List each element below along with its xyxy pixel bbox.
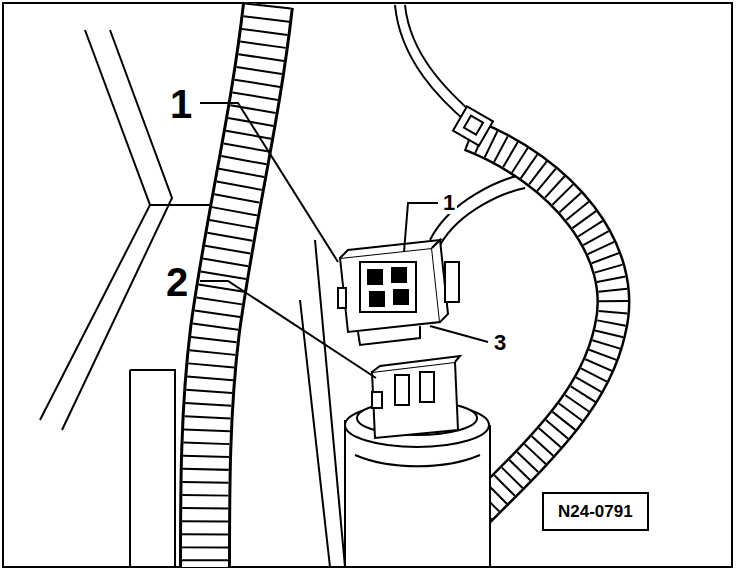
locking-tab: [338, 288, 346, 308]
locking-tab: [445, 262, 459, 302]
housing-lower: [358, 326, 420, 345]
hose-body: [470, 135, 613, 520]
fitting-ring: [355, 455, 480, 466]
plug-pin: [420, 372, 434, 402]
housing-body: [340, 248, 440, 332]
wire-line: [430, 175, 520, 240]
image-frame: [3, 3, 732, 567]
callout-number: 1: [441, 192, 457, 214]
clip-body: [453, 106, 493, 145]
leader-line: [430, 326, 488, 342]
callout-number: 3: [492, 332, 508, 354]
callout-number: 1: [168, 84, 194, 124]
housing-socket: [360, 262, 416, 312]
socket-pin: [368, 270, 382, 284]
panel-edge: [129, 370, 131, 567]
hose-clip: [453, 106, 493, 145]
wire-line: [395, 5, 470, 125]
housing-top: [340, 240, 440, 258]
pillar-edge: [315, 240, 345, 567]
clip-detail: [464, 116, 483, 135]
panel-edge: [130, 370, 175, 567]
reference-box: N24-0791: [542, 492, 649, 531]
leader-lines: [200, 103, 488, 378]
callout-number: 2: [164, 262, 190, 302]
plug-tab: [372, 392, 382, 408]
socket-pin: [392, 268, 406, 282]
hose-outline: [470, 135, 613, 520]
sensor-plug: [372, 356, 460, 438]
socket-pin: [394, 290, 408, 304]
pillar-edge: [300, 300, 330, 567]
plug-pin: [395, 375, 409, 405]
socket-pin: [370, 292, 384, 306]
leader-line: [200, 103, 338, 262]
corrugated-hose: [470, 135, 613, 520]
wire-line: [405, 5, 478, 118]
wire-line: [440, 188, 525, 245]
wire: [395, 5, 525, 245]
reference-number: N24-0791: [558, 503, 633, 520]
leader-line: [200, 281, 376, 378]
hose-ribs: [470, 135, 613, 520]
leader-line: [404, 203, 438, 252]
plug-top: [372, 356, 460, 372]
plug-body: [372, 362, 458, 438]
